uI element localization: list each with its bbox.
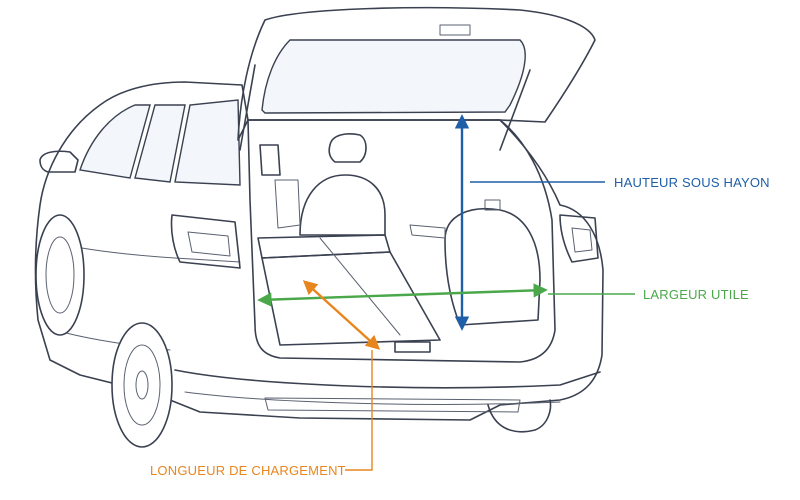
open-tailgate	[237, 6, 596, 151]
tail-lights	[170, 214, 599, 269]
height-dimension	[454, 114, 605, 331]
length-arrow	[302, 280, 381, 350]
car-body	[34, 81, 604, 421]
width-arrow	[257, 283, 548, 307]
cargo-area	[247, 119, 556, 363]
right-rear-wheel	[487, 399, 552, 433]
height-label: HAUTEUR SOUS HAYON	[614, 175, 770, 190]
width-label: LARGEUR UTILE	[643, 287, 749, 302]
length-leader-line	[345, 350, 373, 471]
rear-wheel	[111, 322, 173, 448]
length-dimension	[302, 280, 381, 471]
length-label: LONGUEUR DE CHARGEMENT	[150, 463, 346, 478]
front-wheel	[35, 214, 85, 336]
side-windows	[79, 99, 241, 186]
